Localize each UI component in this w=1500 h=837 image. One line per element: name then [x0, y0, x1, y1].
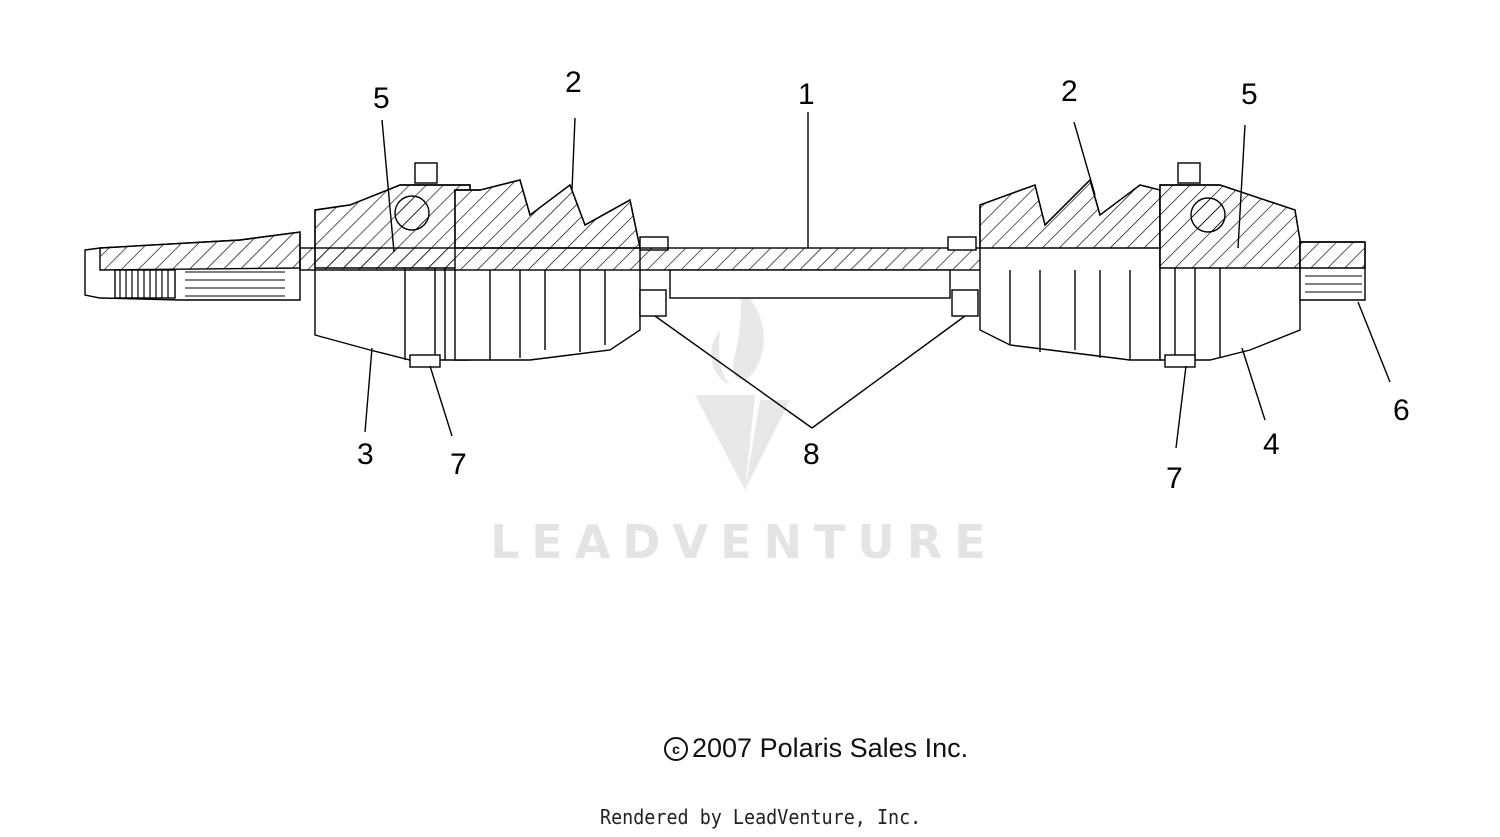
callout-6: 6: [1393, 394, 1410, 427]
callout-7-right: 7: [1166, 462, 1183, 495]
callout-2-right: 2: [1061, 75, 1078, 108]
right-cv-ball: [1190, 197, 1226, 233]
callout-4: 4: [1263, 428, 1280, 461]
left-cv-ball: [394, 195, 430, 231]
shaft-assembly: [84, 162, 1366, 368]
callout-1: 1: [798, 78, 815, 111]
rendered-by-credit: Rendered by LeadVenture, Inc.: [600, 805, 922, 829]
copyright-text: 2007 Polaris Sales Inc.: [692, 733, 969, 763]
callout-3: 3: [357, 438, 374, 471]
callout-8: 8: [803, 438, 820, 471]
left-threads: [114, 269, 176, 299]
copyright-symbol-icon: c: [664, 737, 688, 761]
callout-5-right: 5: [1241, 78, 1258, 111]
callout-2-left: 2: [565, 66, 582, 99]
callout-7-left: 7: [450, 448, 467, 481]
watermark-text: LEADVENTURE: [490, 515, 998, 569]
right-clamp: [947, 236, 977, 251]
leader-lines: [364, 112, 1391, 449]
callout-5-left: 5: [373, 82, 390, 115]
left-stub-hatch: [99, 231, 301, 271]
watermark-logo-icon: [695, 285, 790, 490]
